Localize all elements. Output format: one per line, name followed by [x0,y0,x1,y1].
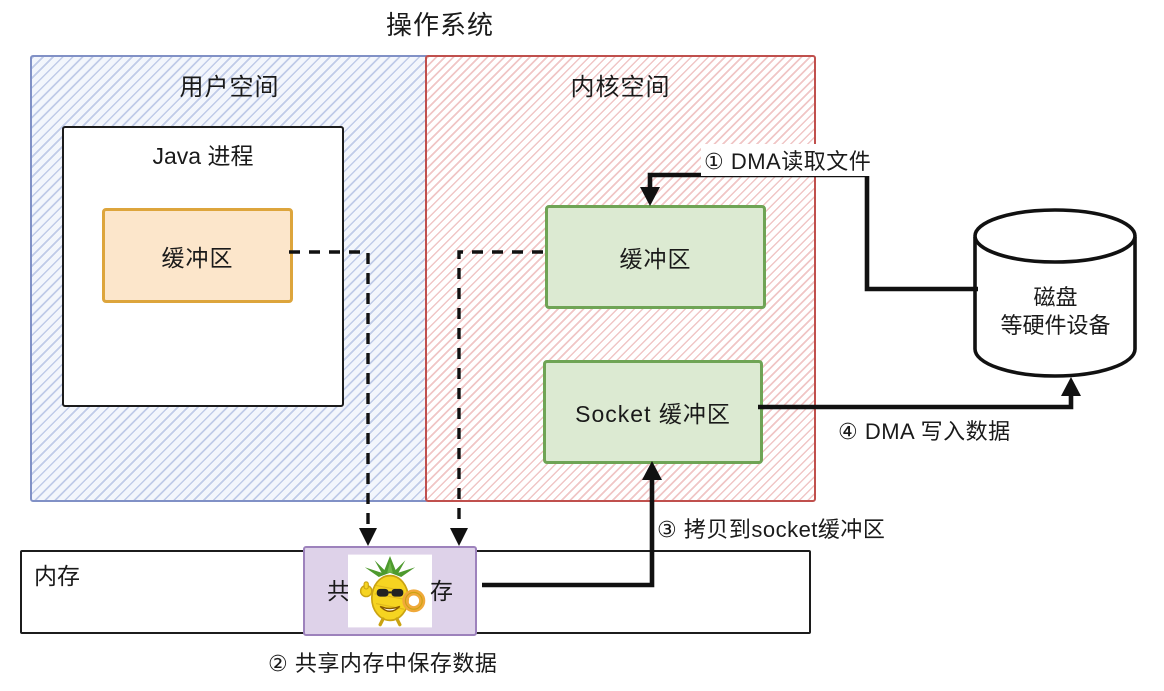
kernel-buffer-box: 缓冲区 [545,205,766,309]
disk-label-line2: 等硬件设备 [1000,313,1111,339]
shared-memory-box: 共 存 [303,546,477,636]
arrowhead-user-dashed [359,528,377,546]
user-buffer-box: 缓冲区 [102,208,293,303]
java-process-label: Java 进程 [152,143,254,169]
step2-label: ② 共享内存中保存数据 [268,651,498,676]
disk-cylinder-icon [973,208,1137,378]
user-buffer-label: 缓冲区 [161,244,234,271]
memory-label: 内存 [34,563,80,589]
socket-buffer-box: Socket 缓冲区 [543,360,763,464]
kernel-space-label: 内核空间 [570,74,671,101]
shared-memory-prefix: 共 [327,577,350,604]
step3-label: ③ 拷贝到socket缓冲区 [657,517,886,542]
socket-buffer-label: Socket 缓冲区 [575,401,731,427]
arrowhead-kernel-dashed [450,528,468,546]
pineapple-sticker-icon [348,554,432,628]
user-space-label: 用户空间 [179,74,280,101]
disk-label-line1: 磁盘 [1033,285,1078,310]
diagram-title: 操作系统 [385,10,494,40]
kernel-buffer-label: 缓冲区 [619,246,692,272]
step1-label: ① DMA读取文件 [701,144,875,176]
disk-label: 磁盘 等硬件设备 [968,284,1143,340]
step4-label: ④ DMA 写入数据 [838,419,1011,444]
shared-memory-suffix: 存 [430,577,453,604]
